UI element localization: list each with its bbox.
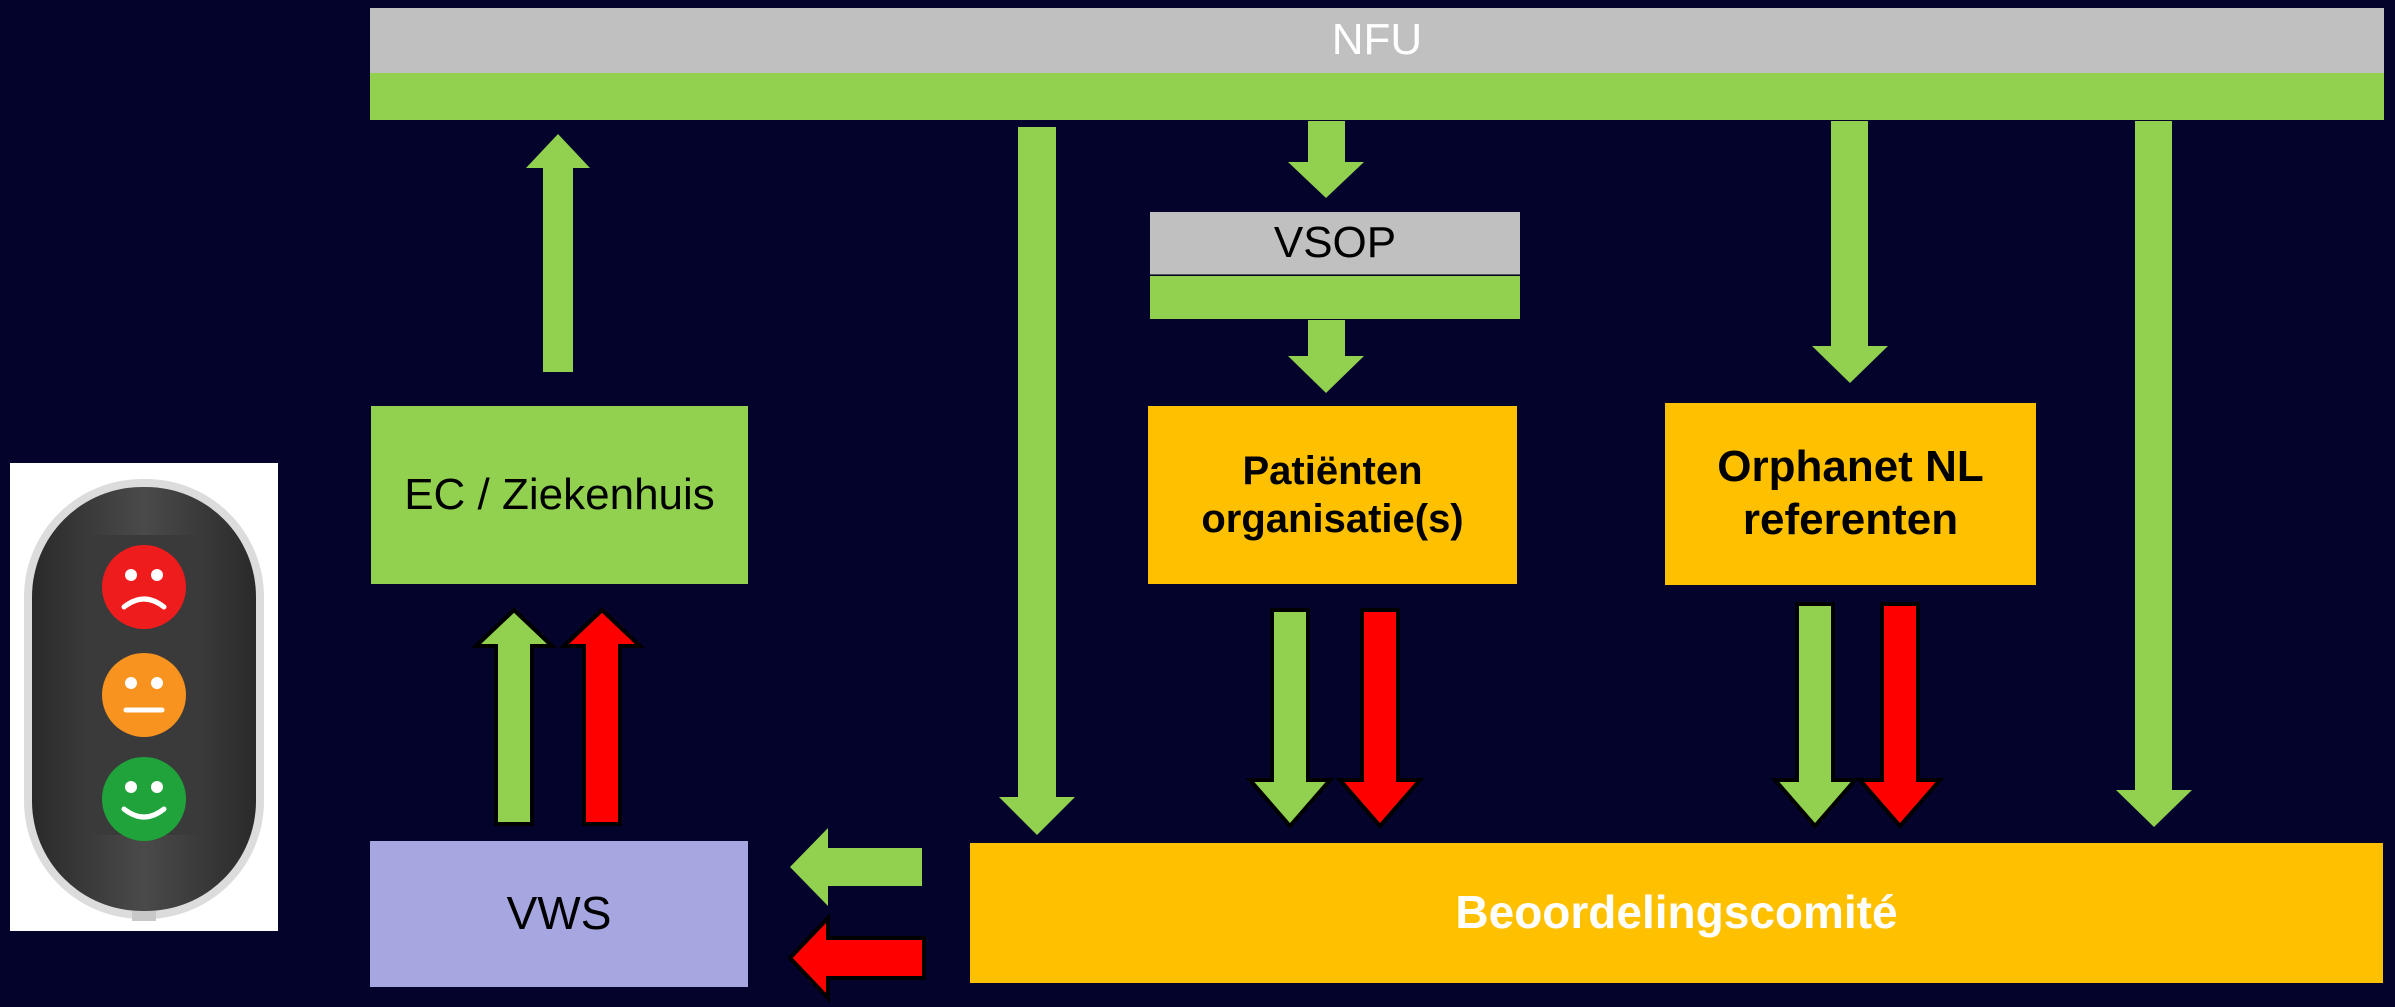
arrow-orphanet-to-comite-green [1770, 602, 1860, 830]
vws-label: VWS [506, 887, 612, 940]
ec-ziekenhuis-box: EC / Ziekenhuis [371, 406, 748, 584]
vsop-header-box: VSOP [1150, 212, 1520, 275]
patienten-organisaties-box: Patiënten organisatie(s) [1148, 406, 1517, 584]
arrow-vws-to-ec-green [470, 607, 558, 826]
vsop-bar [1150, 276, 1520, 319]
nfu-header-box: NFU [370, 8, 2384, 73]
arrow-nfu-to-vsop [1288, 121, 1364, 198]
arrow-nfu-to-comite-right [2116, 121, 2192, 827]
traffic-light-image [10, 463, 278, 931]
orphanet-referenten-box: Orphanet NL referenten [1665, 403, 2036, 585]
beoordelingscomite-box: Beoordelingscomité [970, 843, 2383, 983]
arrow-vws-to-ec-red [558, 607, 646, 826]
ec-ziekenhuis-label: EC / Ziekenhuis [404, 469, 715, 519]
green-light-icon [102, 757, 186, 841]
arrow-patienten-to-comite-green [1245, 608, 1335, 830]
nfu-bar [370, 73, 2384, 120]
arrow-comite-to-vws-red [787, 912, 926, 1004]
arrow-nfu-to-orphanet [1812, 121, 1888, 383]
orange-light-icon [102, 653, 186, 737]
vsop-label: VSOP [1273, 217, 1397, 267]
arrow-nfu-to-comite-left [999, 127, 1075, 835]
beoordelingscomite-label: Beoordelingscomité [1455, 886, 1898, 939]
arrow-orphanet-to-comite-red [1855, 602, 1945, 830]
arrow-comite-to-vws-green [790, 828, 922, 906]
red-light-icon [102, 545, 186, 629]
patienten-organisaties-label: Patiënten organisatie(s) [1201, 449, 1464, 541]
arrow-ec-to-nfu [526, 134, 590, 372]
arrow-vsop-to-patienten [1288, 320, 1364, 393]
orphanet-referenten-label: Orphanet NL referenten [1717, 442, 1984, 544]
nfu-label: NFU [1331, 15, 1423, 65]
vws-box: VWS [370, 841, 748, 987]
arrow-patienten-to-comite-red [1335, 608, 1425, 830]
